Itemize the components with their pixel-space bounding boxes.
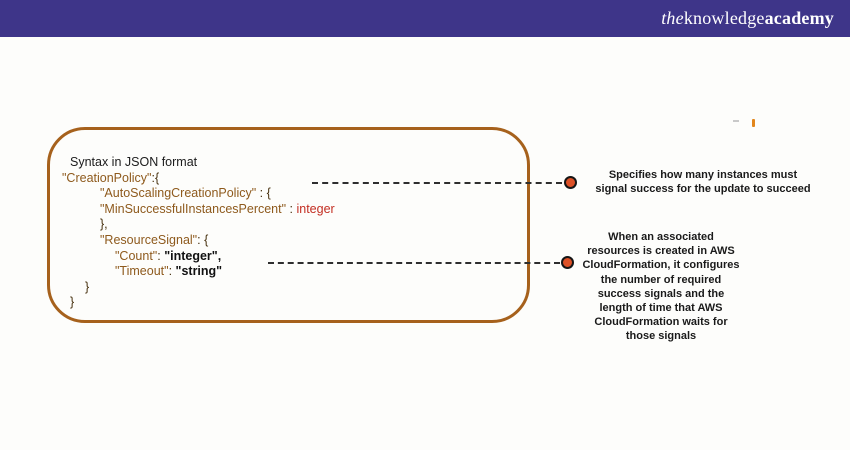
code-line: Syntax in JSON format: [62, 155, 335, 171]
code-segment: },: [100, 217, 108, 232]
code-line: "Count": "integer",: [62, 249, 335, 265]
code-segment: "MinSuccessfulInstancesPercent": [100, 201, 287, 216]
logo-the: the: [661, 8, 684, 28]
connector-dot-2: [561, 256, 574, 269]
code-segment: :{: [151, 170, 160, 185]
code-line: "ResourceSignal": {: [62, 233, 335, 249]
code-segment: "integer",: [164, 248, 222, 263]
logo-knowledge: knowledge: [683, 8, 765, 28]
code-segment: : {: [256, 186, 271, 201]
code-segment: "Count": [115, 248, 158, 263]
code-segment: "string": [175, 264, 223, 279]
top-bar: theknowledgeacademy: [0, 0, 850, 37]
annotation-min-instances: Specifies how many instances must signal…: [595, 169, 811, 196]
code-line: "CreationPolicy":{: [62, 171, 335, 187]
code-segment: }: [85, 279, 90, 294]
knowledge-academy-logo: theknowledgeacademy: [661, 8, 834, 29]
annotation-resource-signal: When an associated resources is created …: [582, 231, 740, 343]
code-lines: Syntax in JSON format"CreationPolicy":{"…: [62, 155, 335, 311]
code-segment: "CreationPolicy": [62, 170, 152, 185]
code-line: }: [62, 295, 335, 311]
code-segment: "Timeout": [115, 264, 169, 279]
code-line: "Timeout": "string": [62, 264, 335, 280]
code-segment: : {: [197, 232, 209, 247]
code-segment: }: [70, 295, 75, 310]
connector-line-2: [268, 262, 560, 264]
code-line: "MinSuccessfulInstancesPercent" : intege…: [62, 202, 335, 218]
code-segment: "AutoScalingCreationPolicy": [100, 186, 257, 201]
code-segment: :: [168, 264, 176, 279]
code-line: "AutoScalingCreationPolicy" : {: [62, 186, 335, 202]
code-segment: integer: [296, 201, 335, 216]
code-segment: "ResourceSignal": [100, 232, 198, 247]
connector-line-1: [312, 182, 562, 184]
stray-mark-gray: [733, 120, 739, 122]
code-line: },: [62, 217, 335, 233]
code-segment: Syntax in JSON format: [70, 155, 198, 169]
connector-dot-1: [564, 176, 577, 189]
code-segment: :: [157, 248, 165, 263]
code-segment: :: [286, 201, 297, 216]
slide-area: Syntax in JSON format"CreationPolicy":{"…: [0, 37, 850, 450]
json-syntax-panel: [47, 127, 530, 323]
stray-mark-orange: [752, 119, 755, 127]
logo-academy: academy: [764, 8, 834, 28]
code-line: }: [62, 280, 335, 296]
